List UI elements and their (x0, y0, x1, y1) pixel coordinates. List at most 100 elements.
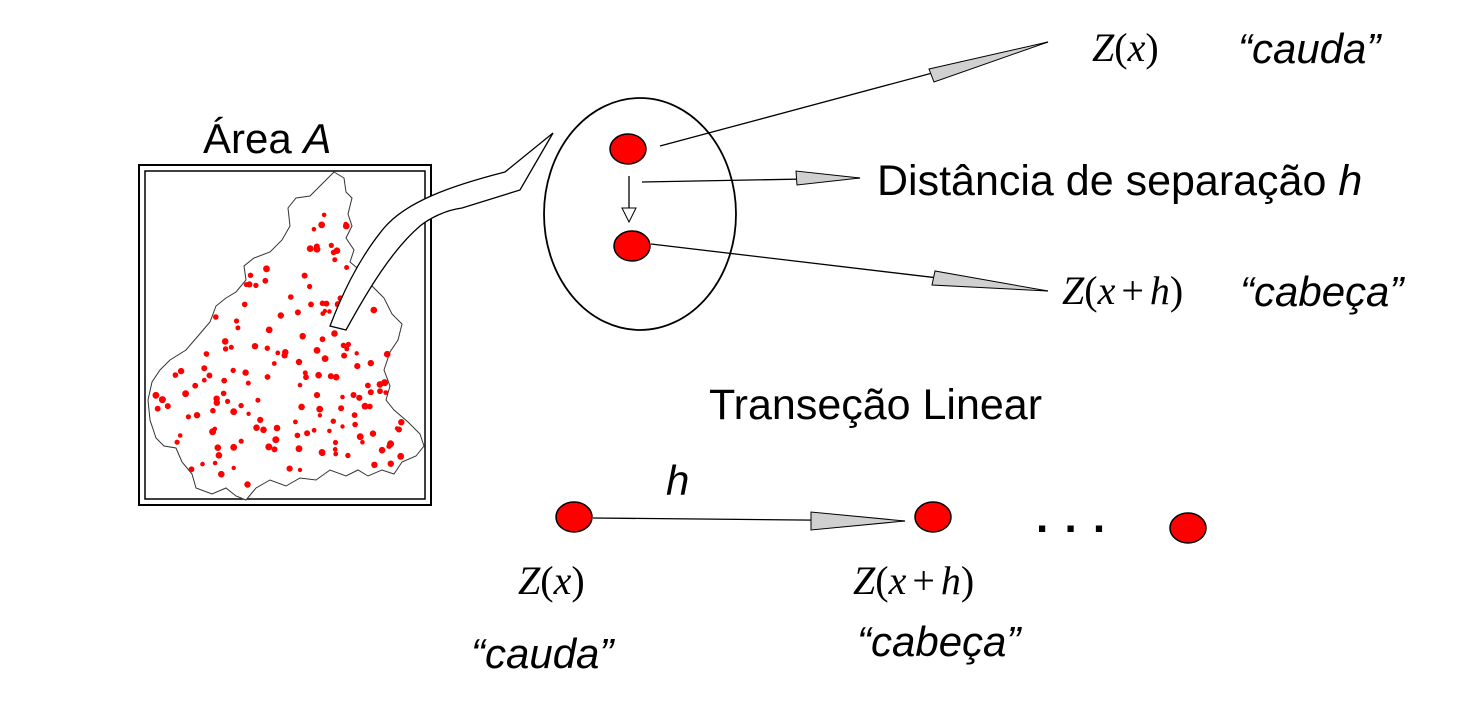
sample-point (313, 392, 321, 399)
sample-point (231, 465, 236, 471)
sample-point (331, 330, 338, 337)
sample-point (342, 222, 350, 230)
formula-x: x (553, 558, 572, 603)
sample-point (307, 283, 313, 290)
sample-point (383, 350, 391, 358)
sample-point (213, 399, 220, 406)
sample-point (333, 451, 339, 457)
sample-point (272, 436, 280, 444)
sample-point (245, 380, 251, 386)
sample-point (275, 350, 281, 356)
formula-x: x (1097, 268, 1116, 313)
formula-paren: ) (960, 558, 975, 603)
distance-label-text: Distância de separação (877, 157, 1327, 205)
head-leader-arrowhead (931, 270, 1049, 292)
sample-point (158, 396, 166, 404)
sample-point (271, 361, 277, 366)
sample-point (361, 402, 369, 410)
sample-point (356, 394, 363, 401)
sample-point (299, 332, 306, 340)
sample-point (201, 377, 207, 383)
tail-point (609, 133, 647, 165)
area-label-text: Área (203, 115, 292, 162)
sample-point (321, 212, 327, 218)
sample-point (281, 352, 288, 359)
sample-point (277, 312, 284, 319)
sample-point (371, 461, 378, 468)
formula-h: h (1149, 268, 1170, 313)
sample-point (297, 467, 303, 473)
sample-point (235, 325, 241, 331)
area-label: Área A (203, 118, 331, 160)
sample-point (294, 432, 301, 439)
sample-point (340, 394, 345, 400)
sample-point (220, 390, 227, 397)
distance-label: Distância de separação h (877, 160, 1362, 203)
sample-point (306, 245, 314, 253)
sample-point (340, 424, 345, 429)
formula-paren: ) (571, 558, 585, 603)
transect-ellipsis: . . . (1036, 493, 1108, 542)
sample-point (318, 221, 326, 229)
sample-point (386, 443, 392, 449)
sample-point (301, 272, 308, 279)
zoom-head-label: “cabeça” (1240, 268, 1404, 315)
sample-point (265, 326, 273, 334)
sample-point (394, 426, 400, 431)
sample-point (317, 413, 323, 418)
transect-tail-label: “cauda” (471, 630, 614, 677)
area-frame-inner (144, 170, 426, 500)
sample-point (366, 403, 373, 410)
sample-point (297, 382, 303, 388)
transect-step-arrowhead (810, 511, 906, 531)
sample-point (260, 426, 267, 434)
sample-point (319, 336, 326, 343)
sample-point (313, 347, 321, 354)
sample-point (185, 414, 191, 420)
sample-point (354, 351, 359, 356)
sample-point (221, 338, 229, 345)
sample-point (273, 424, 281, 432)
sample-point (327, 373, 334, 380)
sample-point (243, 282, 249, 288)
sample-point (188, 466, 195, 473)
sample-point (230, 408, 238, 416)
sample-point (332, 447, 338, 452)
sample-point (381, 379, 389, 387)
sample-point (212, 426, 218, 432)
formula-z: Z (1092, 25, 1115, 70)
sample-point (295, 445, 303, 453)
sample-point (172, 372, 179, 378)
sample-point (308, 301, 314, 308)
sample-point (311, 226, 317, 232)
sample-point (345, 341, 351, 347)
sample-point (303, 374, 309, 381)
tail-leader-arrowhead (928, 41, 1049, 83)
sample-point (367, 389, 374, 396)
zoom-head-formula: Z(x+h) (1062, 271, 1183, 311)
sample-point (323, 300, 330, 307)
sample-point (233, 318, 240, 324)
sample-point (206, 372, 213, 379)
sample-point (225, 398, 231, 404)
sample-point (255, 397, 261, 403)
sample-point (238, 438, 244, 444)
sample-point (313, 243, 320, 250)
sample-point (262, 277, 269, 284)
sample-point (327, 309, 332, 314)
transect-point-2 (914, 501, 952, 533)
sample-point (271, 446, 278, 453)
sample-point (214, 444, 222, 452)
formula-paren: ( (540, 558, 554, 603)
formula-paren: ) (1169, 268, 1184, 313)
formula-z: Z (1062, 268, 1085, 313)
sample-point (242, 369, 249, 376)
sample-point (383, 390, 389, 395)
sample-point (294, 309, 301, 316)
transect-step-variable: h (666, 457, 690, 504)
sample-point (356, 433, 364, 441)
sample-point (293, 419, 298, 425)
sample-point (315, 371, 322, 379)
transect-title: Transeção Linear (709, 381, 1043, 429)
